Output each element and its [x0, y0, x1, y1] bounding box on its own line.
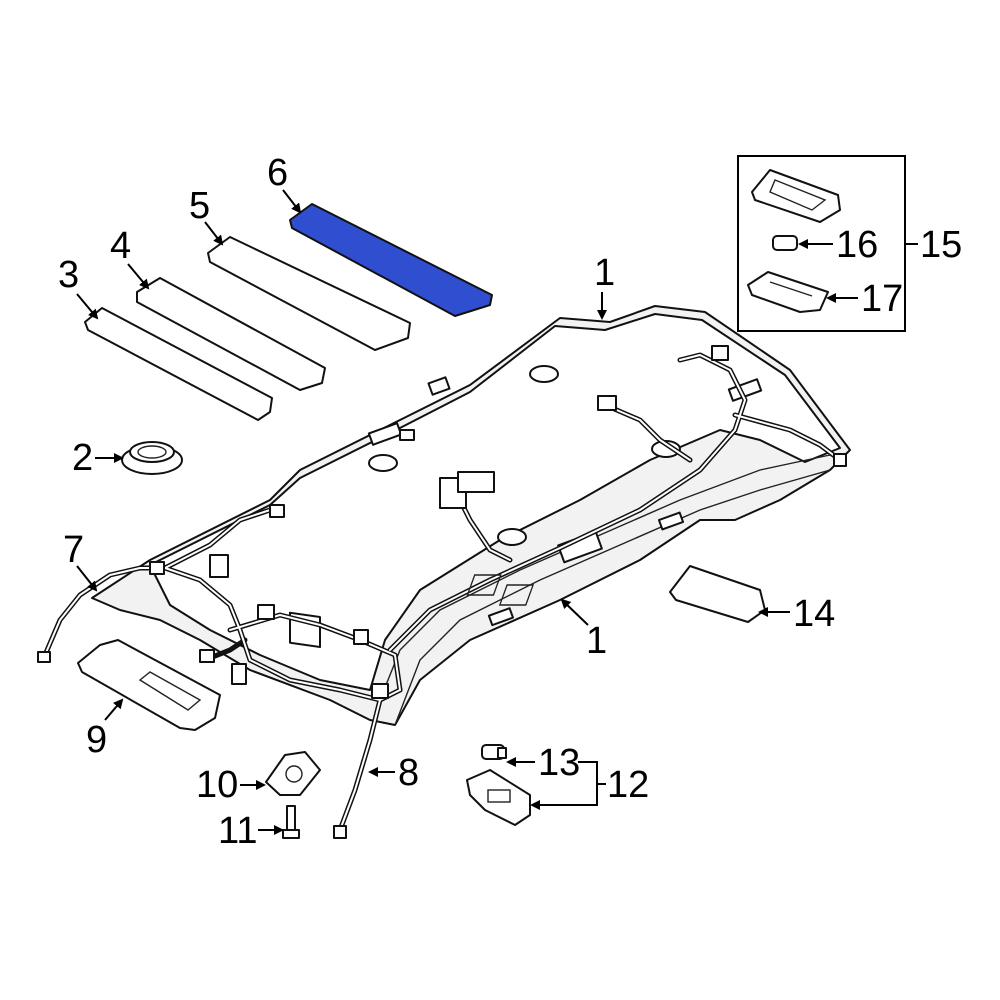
lamp-12[interactable] — [466, 769, 531, 826]
bulb-16[interactable] — [772, 235, 798, 251]
callout-1-upper: 1 — [594, 252, 615, 294]
roof-wire-harness[interactable] — [37, 345, 847, 839]
callout-12: 12 — [607, 764, 649, 806]
sun-visor-9[interactable] — [77, 639, 221, 731]
callout-3: 3 — [58, 254, 79, 296]
callout-17: 17 — [861, 278, 903, 320]
callout-7: 7 — [63, 529, 84, 571]
pad-4[interactable] — [136, 277, 326, 391]
pad-5[interactable] — [207, 236, 411, 351]
callout-6: 6 — [267, 152, 288, 194]
callout-11: 11 — [218, 810, 257, 852]
callout-8: 8 — [398, 752, 419, 794]
lamp-housing[interactable] — [751, 169, 841, 223]
callout-5: 5 — [189, 185, 210, 227]
pad-3[interactable] — [84, 307, 273, 421]
callout-2: 2 — [72, 437, 93, 479]
bulb-13[interactable] — [481, 744, 507, 760]
lens-17[interactable] — [747, 271, 829, 313]
callout-9: 9 — [86, 719, 107, 761]
bolt-11[interactable] — [282, 805, 300, 839]
callout-1-lower: 1 — [586, 620, 607, 662]
callout-4: 4 — [110, 225, 131, 267]
leader-lines — [76, 189, 918, 835]
grommet-2[interactable] — [121, 441, 183, 475]
callout-14: 14 — [793, 593, 835, 635]
callout-labels: 1 1 2 3 4 5 6 7 8 9 10 11 12 13 14 15 16… — [58, 152, 962, 852]
callout-13: 13 — [538, 742, 580, 784]
callout-15: 15 — [920, 224, 962, 266]
pad-6-highlighted[interactable] — [289, 203, 493, 317]
callout-10: 10 — [196, 764, 238, 806]
callout-16: 16 — [836, 224, 878, 266]
bracket-10[interactable] — [265, 751, 321, 796]
